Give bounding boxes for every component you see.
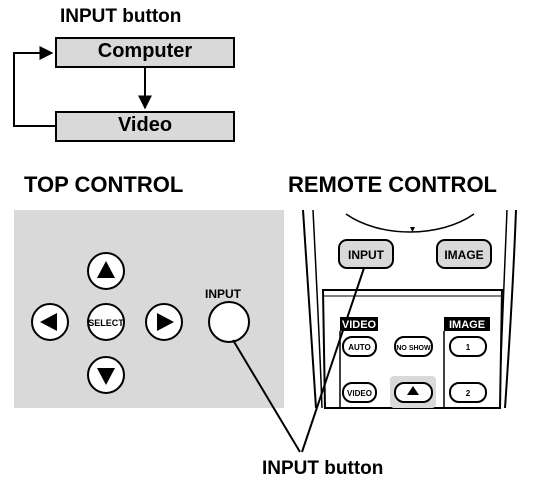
remote-input-label: INPUT [348, 248, 385, 262]
right-arrow-icon [157, 313, 174, 331]
remote-image2-button[interactable] [449, 382, 487, 403]
remote-control-heading: REMOTE CONTROL [288, 172, 497, 197]
top-down-button[interactable] [87, 356, 125, 394]
remote-image1-label: 1 [466, 343, 471, 352]
video-group-label-bg [340, 317, 378, 331]
top-left-button[interactable] [31, 303, 69, 341]
flow-box-computer [55, 37, 235, 68]
top-right-button[interactable] [145, 303, 183, 341]
flow-box-video [55, 111, 235, 142]
image-group-label-bg [444, 317, 490, 331]
remote-up-arrow-icon [407, 386, 419, 395]
top-input-label: INPUT [205, 287, 241, 301]
up-arrow-icon [97, 261, 115, 278]
video-group-label: VIDEO [342, 319, 377, 331]
top-input-button[interactable] [208, 301, 250, 343]
callout-line-remote [301, 267, 365, 453]
remote-auto-button[interactable] [342, 336, 377, 357]
remote-video-button[interactable] [342, 382, 377, 403]
remote-no-show-button[interactable] [394, 336, 433, 357]
flow-title: INPUT button [60, 6, 182, 27]
remote-auto-label: AUTO [348, 343, 371, 352]
top-control-heading: TOP CONTROL [24, 172, 184, 197]
remote-no-show-label: NO SHOW [396, 345, 431, 352]
top-select-button[interactable] [87, 303, 125, 341]
remote-input-button[interactable] [338, 239, 394, 269]
remote-down-mark-icon [410, 227, 415, 232]
left-arrow-icon [40, 313, 57, 331]
remote-video-label: VIDEO [347, 389, 372, 398]
flow-loop-arrow [13, 46, 56, 127]
callout-line-top-control [232, 339, 301, 453]
remote-image-label: IMAGE [444, 248, 483, 262]
flow-box-computer-label: Computer [97, 40, 193, 62]
remote-image-button[interactable] [436, 239, 492, 269]
image-group-label: IMAGE [449, 319, 485, 331]
top-up-button[interactable] [87, 252, 125, 290]
callout-label: INPUT button [262, 458, 384, 479]
remote-image1-button[interactable] [449, 336, 487, 357]
top-select-label: SELECT [88, 318, 124, 328]
flow-box-video-label: Video [117, 114, 173, 136]
down-arrow-icon [97, 368, 115, 385]
remote-image2-label: 2 [466, 389, 471, 398]
remote-up-button[interactable] [394, 382, 433, 403]
